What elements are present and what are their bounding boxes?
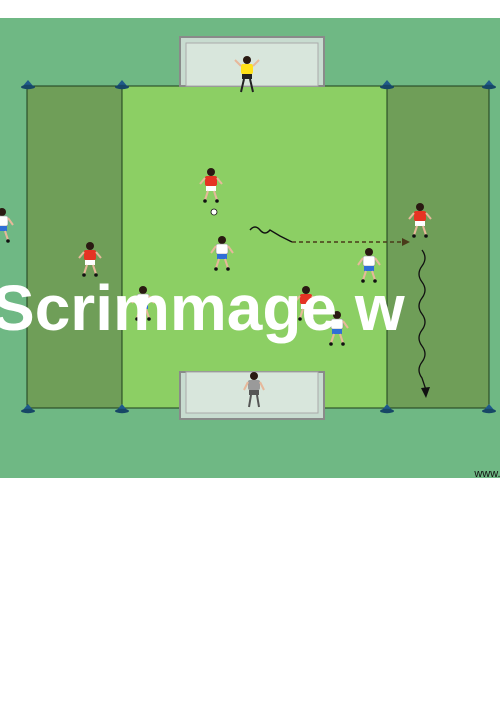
pass-arrowhead (402, 238, 410, 246)
watermark-text: www.spor (474, 468, 500, 480)
left-channel (26, 85, 123, 409)
yellow-goalkeeper (234, 56, 260, 93)
dribble-arrow-icon (249, 226, 293, 243)
grey-goalkeeper (243, 372, 265, 408)
drill-diagram (0, 18, 500, 478)
run-arrow-icon (418, 249, 427, 391)
center-area (121, 85, 388, 409)
title-line-2: Channels (0, 536, 281, 608)
run-arrowhead (421, 387, 430, 398)
goal-top-icon (179, 36, 325, 87)
ball (210, 208, 218, 216)
right-channel (386, 85, 490, 409)
